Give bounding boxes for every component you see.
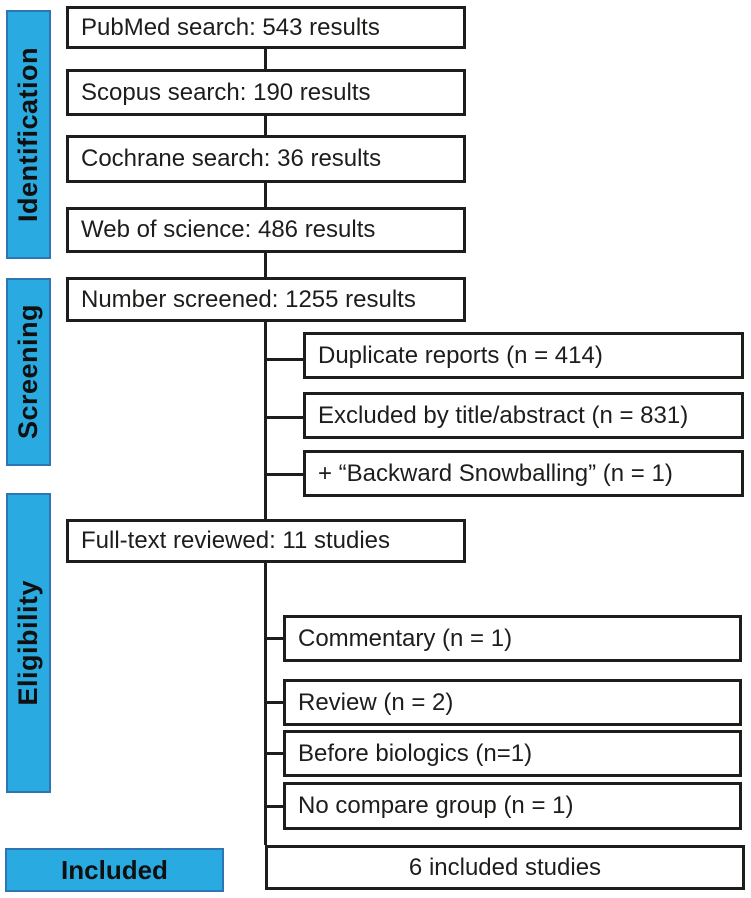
stage-label-eligibility: Eligibility xyxy=(13,580,43,706)
box-cochrane-search: Cochrane search: 36 results xyxy=(66,135,466,183)
stage-bar-identification: Identification xyxy=(6,10,51,259)
connector-line xyxy=(265,805,283,808)
box-fulltext-reviewed: Full-text reviewed: 11 studies xyxy=(66,519,466,563)
box-pubmed-search: PubMed search: 543 results xyxy=(66,6,466,49)
connector-line xyxy=(265,416,303,419)
connector-line xyxy=(265,637,283,640)
box-number-screened: Number screened: 1255 results xyxy=(66,277,466,322)
connector-line xyxy=(265,473,303,476)
stage-label-included: Included xyxy=(61,854,168,885)
connector-line xyxy=(265,752,283,755)
connector-line xyxy=(264,253,267,277)
stage-label-identification: Identification xyxy=(13,47,43,222)
stage-bar-eligibility: Eligibility xyxy=(6,493,51,793)
box-included-studies: 6 included studies xyxy=(265,845,745,890)
connector-line xyxy=(265,358,303,361)
stage-bar-screening: Screening xyxy=(6,278,51,466)
connector-line xyxy=(264,183,267,207)
box-scopus-search: Scopus search: 190 results xyxy=(66,69,466,116)
connector-line xyxy=(264,49,267,69)
box-no-compare-group: No compare group (n = 1) xyxy=(283,782,742,830)
connector-line xyxy=(264,116,267,135)
box-backward-snowballing: + “Backward Snowballing” (n = 1) xyxy=(303,450,744,497)
connector-line xyxy=(264,322,267,519)
connector-line xyxy=(264,563,267,845)
box-commentary: Commentary (n = 1) xyxy=(283,615,742,662)
box-before-biologics: Before biologics (n=1) xyxy=(283,730,742,777)
box-web-of-science-search: Web of science: 486 results xyxy=(66,207,466,253)
stage-bar-included: Included xyxy=(5,848,224,892)
box-excluded-title-abstract: Excluded by title/abstract (n = 831) xyxy=(303,392,744,439)
box-review: Review (n = 2) xyxy=(283,679,742,726)
connector-line xyxy=(265,701,283,704)
stage-label-screening: Screening xyxy=(13,304,43,440)
box-duplicate-reports: Duplicate reports (n = 414) xyxy=(303,332,744,379)
